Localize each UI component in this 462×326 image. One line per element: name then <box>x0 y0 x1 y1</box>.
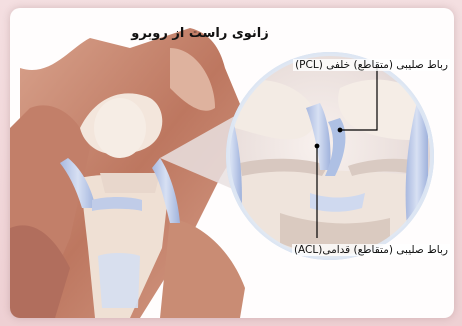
acl-label: رباط صلیبی (متقاطع) قدامی(ACL) <box>292 244 450 256</box>
zoom-circle-group <box>215 52 434 268</box>
diagram-title: زانوی راست از روبرو <box>80 26 320 41</box>
knee-anatomy-illustration <box>10 8 454 318</box>
pcl-label: رباط صلیبی (متقاطع) خلفی (PCL) <box>293 59 450 71</box>
illustration-panel: زانوی راست از روبرو رباط صلیبی (متقاطع) … <box>10 8 454 318</box>
